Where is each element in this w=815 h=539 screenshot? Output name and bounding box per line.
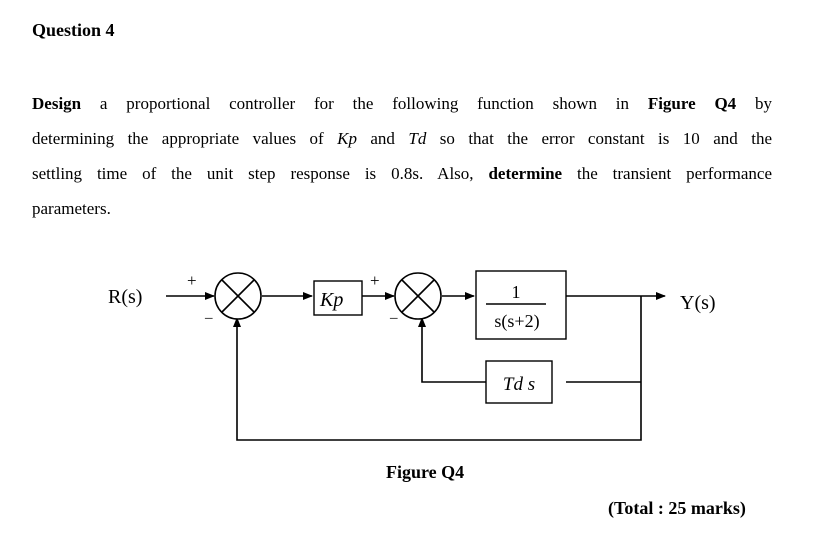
kp-block <box>313 280 363 316</box>
inner-feedback-path <box>418 317 486 383</box>
plant-denominator: s(s+2) <box>494 311 539 332</box>
kp-symbol: Kp <box>337 129 357 148</box>
kp-label: Kp <box>319 289 343 311</box>
sum1-minus-sign: – <box>204 310 213 326</box>
body-text: so that the error constant is 10 and the <box>426 129 772 148</box>
body-text: settling time of the unit step response … <box>32 164 489 183</box>
input-label: R(s) <box>108 286 142 308</box>
feedback-block <box>485 360 553 404</box>
sum2-minus-sign: – <box>389 310 398 326</box>
question-body: Design a proportional controller for the… <box>32 86 772 226</box>
plant-block <box>475 270 567 340</box>
body-text: a proportional controller for the follow… <box>81 94 648 113</box>
body-line-1: Design a proportional controller for the… <box>32 86 772 121</box>
design-keyword: Design <box>32 94 82 113</box>
body-line-4: parameters. <box>32 199 111 218</box>
summing-junction-2 <box>394 272 442 320</box>
question-title: Question 4 <box>32 20 115 40</box>
body-line-2: determining the appropriate values of Kp… <box>32 121 772 156</box>
body-text: determining the appropriate values of <box>32 129 338 148</box>
sum2-plus-sign: + <box>370 271 380 290</box>
figure-reference: Figure Q4 <box>647 94 737 113</box>
summing-junction-1 <box>214 272 262 320</box>
body-text: by <box>736 94 772 113</box>
plant-numerator: 1 <box>512 282 521 302</box>
sum1-plus-sign: + <box>187 271 197 290</box>
output-label: Y(s) <box>680 292 716 314</box>
figure-caption: Figure Q4 <box>386 462 465 482</box>
outer-feedback-path <box>233 296 642 441</box>
td-symbol: Td <box>408 129 427 148</box>
body-text: the transient performance <box>562 164 772 183</box>
feedback-label: Td s <box>503 374 535 395</box>
body-text: and <box>356 129 409 148</box>
total-marks: (Total : 25 marks) <box>608 498 746 518</box>
body-line-3: settling time of the unit step response … <box>32 156 772 191</box>
determine-keyword: determine <box>488 164 563 183</box>
